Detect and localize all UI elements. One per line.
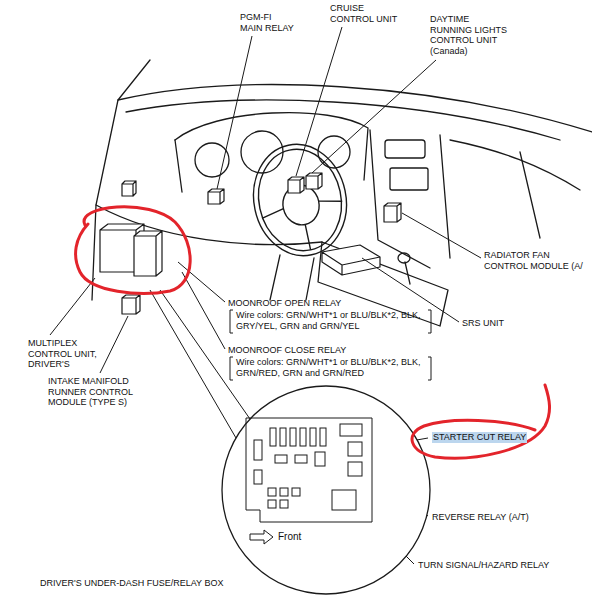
leader-line: [402, 213, 481, 258]
bracket: [230, 310, 233, 333]
part-label: MOONROOF OPEN RELAY: [228, 298, 341, 309]
fuse-relay-box: [246, 418, 372, 522]
component-box: [122, 181, 136, 196]
fuse-relay-box: [332, 490, 356, 510]
fuse-relay-box: [280, 488, 288, 496]
dashboard-outline: [175, 113, 368, 180]
fuse-relay-box: [254, 470, 262, 484]
part-label: TURN SIGNAL/HAZARD RELAY: [418, 560, 549, 571]
dashboard-outline: [270, 255, 314, 300]
part-label: MULTIPLEX CONTROL UNIT, DRIVER'S: [28, 338, 97, 370]
part-label: SRS UNIT: [462, 318, 504, 329]
front-arrow: [250, 530, 273, 544]
fuse-relay-box: [268, 488, 276, 496]
bracket: [230, 357, 233, 380]
dashboard-outline: [118, 85, 592, 132]
fuse-relay-box: [295, 455, 307, 463]
red-markup: [412, 385, 550, 458]
fuse-relay-box: [348, 462, 362, 476]
component-box: [134, 231, 162, 276]
fuse-relay-box: [315, 452, 325, 466]
fuse-relay-box: [280, 428, 286, 446]
leader-line: [296, 27, 342, 176]
component-box: [208, 189, 224, 204]
dashboard-outline: [385, 140, 425, 158]
dashboard-outline: [241, 131, 283, 173]
bracket: [428, 357, 431, 380]
dashboard-outline: [175, 140, 182, 192]
front-arrow: [250, 530, 273, 544]
dashboard-outline: [398, 253, 410, 263]
fuse-relay-box: [292, 488, 300, 496]
wire-color-note: Wire colors: GRN/WHT*1 or BLU/BLK*2, BLK…: [236, 310, 423, 331]
component-box: [122, 295, 140, 314]
steering-wheel: [249, 142, 350, 259]
fuse-relay-box: [270, 428, 276, 446]
fuse-relay-box: [254, 440, 262, 460]
part-label: MOONROOF CLOSE RELAY: [228, 345, 346, 356]
fuse-relay-box: [300, 428, 306, 446]
leader-line: [217, 36, 252, 189]
red-markup: [76, 207, 550, 458]
dashboard-outline: [520, 152, 540, 238]
part-label: RADIATOR FAN CONTROL MODULE (A/: [484, 250, 586, 271]
part-label: CRUISE CONTROL UNIT: [330, 3, 400, 24]
steering-wheel: [243, 136, 356, 265]
part-label: REVERSE RELAY (A/T): [432, 512, 529, 523]
wire-color-note: Wire colors: GRN/WHT*1 or BLU/BLK*2, BLK…: [236, 357, 423, 378]
detail-circle: [222, 386, 430, 594]
leader-line: [312, 60, 436, 173]
leader-line: [50, 278, 95, 335]
part-label: INTAKE MANIFOLD RUNNER CONTROL MODULE (T…: [48, 376, 136, 408]
fuse-relay-box: [290, 428, 296, 446]
component-box: [322, 245, 380, 275]
fuse-relay-box: [280, 500, 288, 508]
highlighted-label: STARTER CUT RELAY: [432, 432, 527, 443]
leader-line: [150, 290, 236, 438]
dashboard-outline: [405, 262, 410, 284]
fuse-relay-box: [348, 442, 362, 456]
fuse-relay-box: [320, 428, 326, 446]
component-box: [306, 173, 322, 189]
part-label: DAYTIME RUNNING LIGHTS CONTROL UNIT (Can…: [430, 14, 510, 56]
fuse-relay-box: [275, 455, 287, 463]
part-label: DRIVER'S UNDER-DASH FUSE/RELAY BOX: [40, 578, 223, 589]
leader-line: [182, 272, 225, 349]
steering-wheel: [243, 136, 356, 265]
leader-line: [100, 316, 128, 373]
component-box: [384, 203, 401, 222]
red-markup: [76, 207, 191, 294]
bracket: [428, 310, 431, 333]
component-box: [288, 177, 304, 193]
fuse-relay-box: [340, 424, 362, 436]
dashboard-outline: [126, 100, 560, 140]
dashboard-outline: [370, 130, 430, 268]
dashboard-outline: [92, 60, 592, 326]
dashboard-outline: [450, 140, 580, 190]
direction-label: Front: [278, 531, 301, 543]
dashboard-outline: [390, 168, 428, 190]
detail-circle: [222, 386, 430, 594]
fuse-relay-box: [246, 418, 372, 522]
fuse-relay-box: [310, 428, 316, 446]
part-label: PGM-FI MAIN RELAY: [240, 12, 296, 33]
fuse-relay-box: [268, 500, 276, 508]
